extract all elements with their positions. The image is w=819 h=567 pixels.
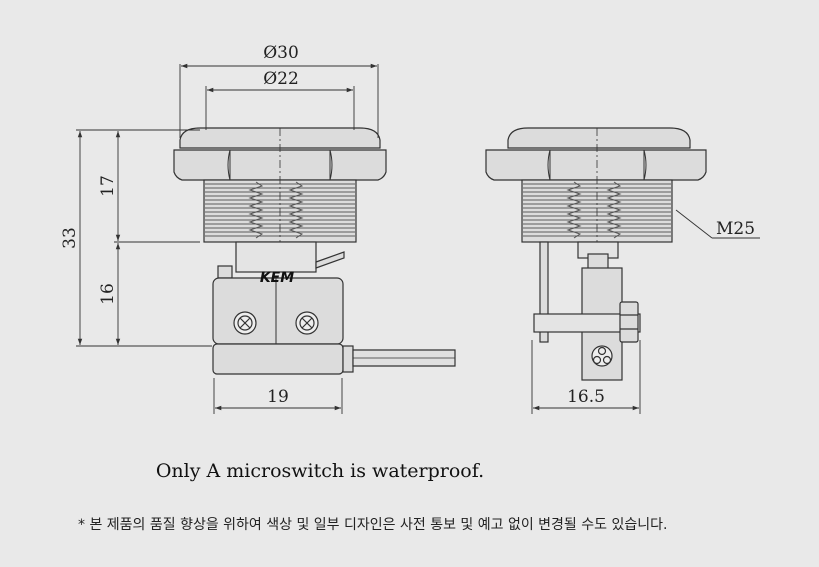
front-view [173,127,456,375]
front-microswitch [212,277,344,345]
side-spring-right [606,181,622,239]
front-button-cap [179,127,381,149]
dim-outer-diameter: Ø30 [263,43,299,63]
dim-upper-height: 17 [98,175,118,197]
thread-label: M25 [716,219,755,239]
dim-lower-height: 16 [98,283,118,305]
side-view [485,127,707,381]
front-spring-right [288,181,304,239]
front-screw-left [233,311,257,335]
dim-side-depth: 16.5 [567,387,605,407]
side-hex-nut [485,149,707,181]
dim-total-height: 33 [60,227,80,249]
side-cable-end [591,345,613,367]
side-spring-left [566,181,582,239]
caption-text: Only A microswitch is waterproof. [155,460,485,482]
front-spring-left [248,181,264,239]
side-dimensions [531,209,760,414]
side-button-cap [507,127,691,149]
front-dimensions [76,63,379,414]
dim-switch-width: 19 [267,387,289,407]
front-screw-right [295,311,319,335]
side-bolt-nut [619,301,639,343]
notice-text: * 본 제품의 품질 향상을 위하여 색상 및 일부 디자인은 사전 통보 및 … [78,517,668,533]
brand-mark: KEM [260,270,294,286]
dim-inner-diameter: Ø22 [263,69,299,89]
